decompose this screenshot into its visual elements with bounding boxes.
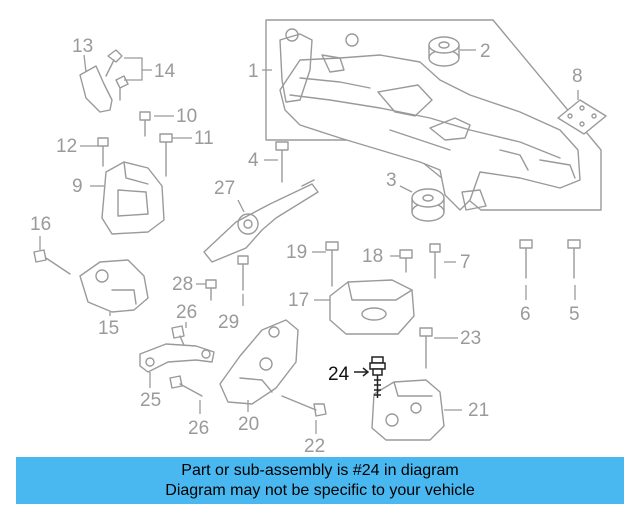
info-banner: Part or sub-assembly is #24 in diagram D… — [16, 457, 624, 504]
part-16-bolt[interactable] — [33, 249, 71, 275]
callout-21: 21 — [468, 400, 489, 421]
part-10-bolt[interactable] — [139, 111, 151, 137]
callout-29: 29 — [218, 312, 239, 333]
part-1-subframe[interactable] — [265, 19, 602, 211]
part-9-mount[interactable] — [101, 161, 165, 235]
callout-15: 15 — [98, 318, 119, 339]
banner-line-1: Part or sub-assembly is #24 in diagram — [181, 462, 459, 479]
callout-17: 17 — [288, 290, 309, 311]
callout-14: 14 — [154, 61, 176, 82]
part-2-bushing[interactable] — [428, 36, 460, 67]
callout-26-upper: 26 — [176, 302, 197, 323]
part-3-bushing[interactable] — [411, 188, 445, 222]
part-29-bolt[interactable] — [237, 255, 249, 291]
part-22-bolt[interactable] — [281, 395, 327, 417]
part-7-bolt[interactable] — [429, 243, 441, 279]
part-18-bolt[interactable] — [399, 249, 413, 273]
part-21-mount[interactable] — [371, 379, 445, 441]
part-24-bolt-highlighted[interactable] — [369, 356, 386, 398]
callout-19: 19 — [286, 242, 307, 263]
callout-10: 10 — [176, 106, 197, 127]
callout-1: 1 — [248, 61, 259, 82]
part-23-bolt[interactable] — [419, 327, 433, 369]
callout-6: 6 — [520, 304, 531, 325]
callout-25: 25 — [140, 390, 161, 411]
callout-2: 2 — [480, 41, 491, 62]
callout-11: 11 — [194, 128, 214, 149]
callout-8: 8 — [572, 66, 583, 87]
callout-16: 16 — [30, 214, 51, 235]
part-8-plate[interactable] — [557, 99, 607, 135]
part-26-bolt-lower[interactable] — [169, 375, 203, 397]
callout-22: 22 — [304, 436, 325, 457]
part-19-bolt[interactable] — [325, 241, 339, 287]
callout-23: 23 — [460, 328, 481, 349]
callout-numbers: 1 2 3 4 5 6 7 8 9 10 11 12 13 14 15 16 1… — [30, 36, 583, 457]
callout-28: 28 — [172, 274, 193, 295]
callout-7: 7 — [460, 252, 471, 273]
part-5-bolt[interactable] — [567, 239, 581, 279]
banner-line-2: Diagram may not be specific to your vehi… — [165, 482, 475, 499]
part-17-mount[interactable] — [329, 279, 415, 335]
part-4-bolt[interactable] — [275, 141, 289, 183]
part-6-bolt[interactable] — [519, 239, 533, 279]
part-28-bolt[interactable] — [205, 279, 217, 301]
part-12-bolt[interactable] — [97, 137, 109, 167]
part-15-mount[interactable] — [79, 259, 149, 313]
part-14-bolts[interactable] — [105, 49, 129, 101]
part-25-bracket[interactable] — [139, 343, 215, 373]
callout-26-lower: 26 — [188, 418, 209, 439]
callout-4: 4 — [248, 150, 259, 171]
callout-12: 12 — [56, 136, 77, 157]
callout-3: 3 — [386, 170, 397, 191]
part-20-mount[interactable] — [219, 319, 299, 405]
callout-18: 18 — [362, 246, 383, 267]
callout-20: 20 — [238, 414, 259, 435]
part-27-torque-rod[interactable] — [203, 179, 319, 263]
callout-13: 13 — [72, 36, 93, 57]
callout-9: 9 — [72, 176, 83, 197]
leader-lines — [39, 49, 579, 434]
part-11-bolt[interactable] — [159, 133, 173, 177]
part-13-bracket[interactable] — [79, 65, 113, 113]
callout-27: 27 — [214, 178, 235, 199]
callout-24: 24 — [328, 364, 350, 385]
callout-5: 5 — [569, 304, 580, 325]
